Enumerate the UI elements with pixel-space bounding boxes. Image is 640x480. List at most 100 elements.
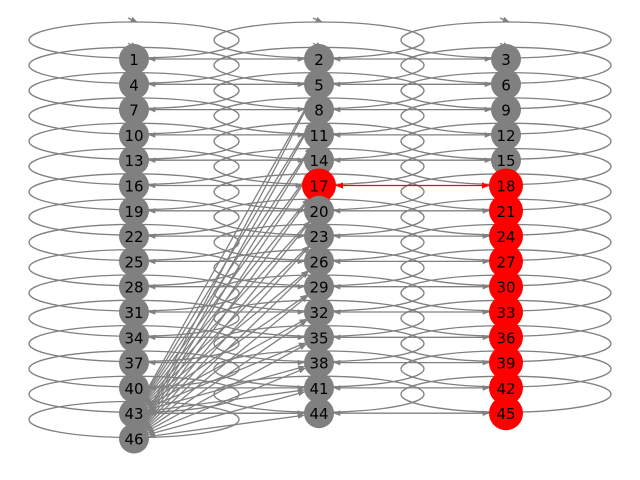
node-17: 17 xyxy=(302,168,336,203)
node-42: 42 xyxy=(489,370,523,405)
node-label-17: 17 xyxy=(309,178,328,196)
self-loop-arrow-3 xyxy=(499,16,510,23)
node-32: 32 xyxy=(304,297,334,327)
node-label-28: 28 xyxy=(124,279,143,297)
node-44: 44 xyxy=(304,398,334,429)
node-circle-34 xyxy=(119,322,149,353)
node-circle-29 xyxy=(304,271,334,302)
node-label-30: 30 xyxy=(496,279,515,297)
node-circle-9 xyxy=(491,94,521,125)
node-23: 23 xyxy=(304,221,334,252)
node-circle-35 xyxy=(304,322,334,353)
node-circle-12 xyxy=(491,119,521,150)
node-12: 12 xyxy=(491,119,521,150)
node-label-25: 25 xyxy=(124,253,143,271)
node-circle-14 xyxy=(304,145,334,176)
node-label-12: 12 xyxy=(496,127,515,145)
edge-43-41 xyxy=(148,388,305,414)
node-circle-17 xyxy=(302,168,336,203)
node-circle-24 xyxy=(489,219,523,254)
node-circle-37 xyxy=(119,347,149,378)
node-label-40: 40 xyxy=(124,380,143,398)
node-31: 31 xyxy=(119,297,149,327)
node-27: 27 xyxy=(489,244,523,279)
node-3: 3 xyxy=(491,44,521,74)
node-circle-46 xyxy=(119,423,149,454)
node-circle-32 xyxy=(304,297,334,327)
edge-43-17 xyxy=(142,198,309,403)
node-label-46: 46 xyxy=(124,431,143,449)
node-circle-45 xyxy=(489,396,523,431)
node-46: 46 xyxy=(119,423,149,454)
node-label-29: 29 xyxy=(309,279,328,297)
node-label-4: 4 xyxy=(129,76,139,94)
node-circle-1 xyxy=(119,44,149,74)
node-label-9: 9 xyxy=(501,102,511,120)
node-2: 2 xyxy=(304,44,334,74)
node-37: 37 xyxy=(119,347,149,378)
node-circle-39 xyxy=(489,345,523,380)
node-18: 18 xyxy=(489,168,523,203)
node-label-44: 44 xyxy=(309,405,328,423)
node-circle-40 xyxy=(119,372,149,403)
node-38: 38 xyxy=(304,347,334,378)
node-29: 29 xyxy=(304,271,334,302)
node-circle-31 xyxy=(119,297,149,327)
node-circle-26 xyxy=(304,246,334,277)
node-label-35: 35 xyxy=(309,329,328,347)
node-circle-27 xyxy=(489,244,523,279)
node-40: 40 xyxy=(119,372,149,403)
node-circle-22 xyxy=(119,221,149,252)
node-label-33: 33 xyxy=(496,304,515,322)
node-circle-36 xyxy=(489,320,523,355)
node-circle-23 xyxy=(304,221,334,252)
node-8: 8 xyxy=(304,94,334,125)
node-circle-2 xyxy=(304,44,334,74)
node-26: 26 xyxy=(304,246,334,277)
node-label-27: 27 xyxy=(496,253,515,271)
node-label-32: 32 xyxy=(309,304,328,322)
node-4: 4 xyxy=(119,69,149,100)
node-6: 6 xyxy=(491,69,521,100)
node-label-2: 2 xyxy=(314,51,324,69)
node-label-39: 39 xyxy=(496,355,515,373)
node-33: 33 xyxy=(489,295,523,329)
node-16: 16 xyxy=(119,170,149,201)
node-label-31: 31 xyxy=(124,304,143,322)
node-label-8: 8 xyxy=(314,102,324,120)
node-circle-21 xyxy=(489,193,523,228)
node-30: 30 xyxy=(489,269,523,304)
node-circle-16 xyxy=(119,170,149,201)
node-13: 13 xyxy=(119,145,149,176)
node-14: 14 xyxy=(304,145,334,176)
self-loop-arrow-1 xyxy=(127,16,138,23)
edges xyxy=(131,56,492,439)
node-25: 25 xyxy=(119,246,149,277)
node-label-37: 37 xyxy=(124,355,143,373)
node-circle-33 xyxy=(489,295,523,329)
node-circle-3 xyxy=(491,44,521,74)
node-label-16: 16 xyxy=(124,178,143,196)
node-label-21: 21 xyxy=(496,203,515,221)
node-10: 10 xyxy=(119,119,149,150)
node-circle-44 xyxy=(304,398,334,429)
node-circle-13 xyxy=(119,145,149,176)
node-45: 45 xyxy=(489,396,523,431)
node-circle-43 xyxy=(119,398,149,429)
node-label-6: 6 xyxy=(501,76,511,94)
node-circle-11 xyxy=(304,119,334,150)
node-circle-18 xyxy=(489,168,523,203)
node-39: 39 xyxy=(489,345,523,380)
node-35: 35 xyxy=(304,322,334,353)
node-label-1: 1 xyxy=(129,51,139,69)
node-circle-15 xyxy=(491,145,521,176)
node-label-13: 13 xyxy=(124,152,143,170)
node-circle-25 xyxy=(119,246,149,277)
node-5: 5 xyxy=(304,69,334,100)
node-circle-7 xyxy=(119,94,149,125)
node-label-36: 36 xyxy=(496,329,515,347)
node-circle-8 xyxy=(304,94,334,125)
node-28: 28 xyxy=(119,271,149,302)
node-label-14: 14 xyxy=(309,152,328,170)
node-label-19: 19 xyxy=(124,203,143,221)
